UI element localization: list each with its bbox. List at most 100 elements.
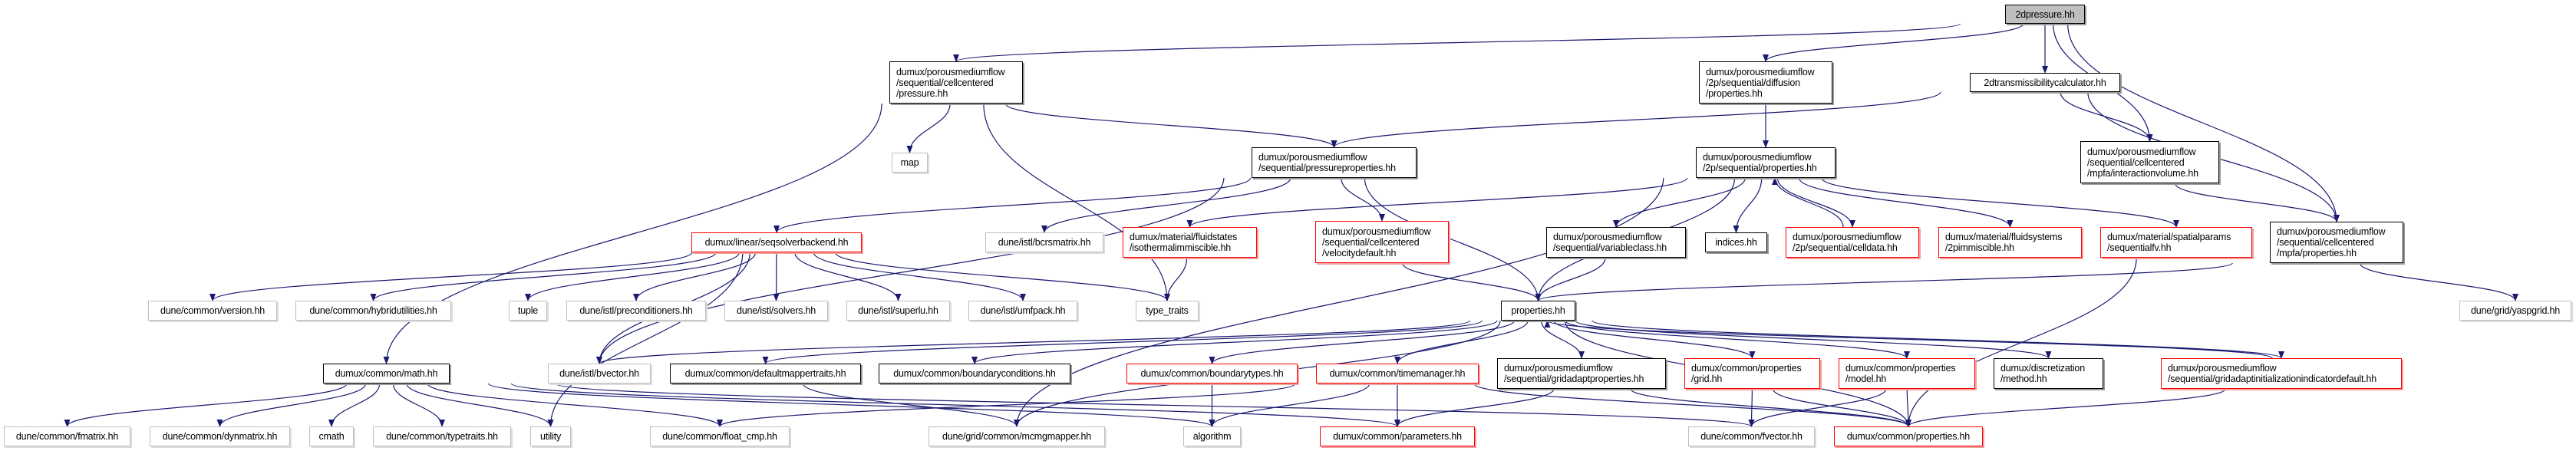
graph-node[interactable]: dumux/porousmediumflow /2p/sequential/ce… — [1786, 227, 1919, 258]
node-label: dumux/material/spatialparams /sequential… — [2107, 232, 2231, 253]
graph-node[interactable]: indices.hh — [1705, 232, 1767, 252]
graph-node[interactable]: dumux/common/boundarytypes.hh — [1126, 364, 1298, 384]
node-label: dune/common/fmatrix.hh — [15, 431, 119, 442]
node-label: dumux/common/defaultmappertraits.hh — [684, 368, 846, 379]
dependency-edge — [1798, 177, 2014, 228]
node-label: dumux/porousmediumflow /sequential/grida… — [2168, 363, 2377, 384]
dependency-edge — [328, 383, 381, 427]
graph-node: utility — [530, 426, 571, 446]
node-label: dumux/common/timemanager.hh — [1329, 368, 1466, 379]
graph-node[interactable]: properties.hh — [1501, 301, 1575, 321]
graph-node[interactable]: dumux/common/properties /grid.hh — [1684, 358, 1820, 389]
node-label: dune/istl/umfpack.hh — [980, 305, 1066, 316]
graph-node: dune/istl/umfpack.hh — [968, 301, 1077, 321]
dependency-edge — [596, 320, 1471, 364]
node-label: 2dtransmissibilitycalculator.hh — [1984, 77, 2106, 88]
dependency-edge — [794, 252, 902, 301]
dependency-edge — [1748, 388, 1887, 427]
node-label: dumux/porousmediumflow /sequential/cellc… — [2277, 226, 2386, 258]
graph-node: dune/common/fvector.hh — [1688, 426, 1815, 446]
dependency-edge — [1364, 177, 1542, 301]
graph-node: dune/istl/solvers.hh — [724, 301, 828, 321]
dependency-edge — [209, 252, 693, 301]
graph-node[interactable]: dumux/common/properties /model.hh — [1839, 358, 1975, 389]
graph-node[interactable]: dumux/porousmediumflow /sequential/cellc… — [2080, 141, 2219, 183]
graph-node[interactable]: dumux/porousmediumflow /sequential/varia… — [1546, 227, 1686, 258]
node-label: dune/common/version.hh — [160, 305, 265, 316]
dependency-edge — [762, 320, 1483, 364]
dependency-edge — [773, 177, 1252, 233]
node-label: 2dpressure.hh — [2015, 8, 2075, 20]
node-label: dune/common/fvector.hh — [1700, 431, 1803, 442]
graph-node[interactable]: dumux/porousmediumflow /sequential/grida… — [2161, 358, 2402, 389]
dependency-edge — [2174, 183, 2340, 222]
dependency-edge — [1748, 388, 1755, 427]
graph-node[interactable]: dumux/material/fluidstates /isothermalim… — [1123, 227, 1257, 258]
dependency-edge — [216, 383, 367, 427]
graph-node: dune/common/hybridutilities.hh — [295, 301, 451, 321]
node-label: dumux/porousmediumflow /sequential/press… — [1258, 152, 1396, 173]
dependency-edge — [633, 252, 757, 301]
dependency-edge — [1591, 320, 2284, 359]
graph-node: dune/common/dynmatrix.hh — [150, 426, 290, 446]
dependency-edge — [1772, 388, 1911, 427]
dependency-edge — [1209, 320, 1516, 364]
dependency-edge — [510, 383, 1400, 427]
dependency-edge — [1004, 103, 1337, 148]
node-label: cmath — [318, 431, 345, 442]
node-label: dune/istl/superlu.hh — [858, 305, 938, 316]
graph-node: dune/grid/yaspgrid.hh — [2459, 301, 2571, 321]
graph-node[interactable]: dumux/common/timemanager.hh — [1316, 364, 1479, 384]
graph-node[interactable]: dumux/porousmediumflow /sequential/cellc… — [2270, 222, 2403, 263]
graph-node[interactable]: dumux/material/spatialparams /sequential… — [2100, 227, 2252, 258]
dependency-edge — [1905, 388, 2226, 427]
dependency-edge — [427, 383, 723, 427]
node-label: dune/common/typetraits.hh — [386, 431, 498, 442]
node-label: dumux/porousmediumflow /2p/sequential/ce… — [1793, 232, 1901, 253]
dependency-edge — [596, 177, 1225, 364]
node-label: utility — [539, 431, 562, 442]
graph-node[interactable]: dumux/common/properties.hh — [1834, 426, 1983, 446]
dependency-edge — [392, 383, 445, 427]
graph-node: dune/istl/bvector.hh — [548, 364, 651, 384]
dependency-edge — [488, 383, 1215, 427]
dependency-edge — [1535, 257, 1606, 301]
graph-node: type_traits — [1136, 301, 1199, 321]
node-label: dune/istl/solvers.hh — [736, 305, 816, 316]
dependency-edge — [1209, 383, 1370, 427]
graph-node: dune/grid/common/mcmgmapper.hh — [928, 426, 1105, 446]
dependency-edge — [1535, 262, 2233, 301]
graph-node[interactable]: dumux/material/fluidsystems /2pimmiscibl… — [1938, 227, 2082, 258]
graph-node[interactable]: dumux/porousmediumflow /sequential/press… — [1252, 147, 1417, 178]
graph-node[interactable]: dumux/common/parameters.hh — [1320, 426, 1475, 446]
graph-node[interactable]: dumux/porousmediumflow /2p/sequential/pr… — [1696, 147, 1836, 178]
graph-node[interactable]: dumux/common/boundaryconditions.hh — [879, 364, 1070, 384]
graph-node[interactable]: 2dtransmissibilitycalculator.hh — [1970, 73, 2120, 92]
graph-node: dune/istl/bcrsmatrix.hh — [985, 232, 1103, 252]
node-label: dune/istl/bvector.hh — [559, 368, 639, 379]
graph-node[interactable]: dumux/common/math.hh — [323, 364, 450, 384]
node-label: dune/common/float_cmp.hh — [662, 431, 777, 442]
dependency-edge — [803, 383, 1020, 427]
node-label: indices.hh — [1715, 237, 1757, 248]
graph-node: dune/istl/superlu.hh — [846, 301, 950, 321]
graph-node[interactable]: dumux/porousmediumflow /sequential/grida… — [1497, 358, 1666, 389]
node-label: dumux/porousmediumflow /sequential/cellc… — [1322, 226, 1431, 258]
node-label: dune/istl/preconditioners.hh — [579, 305, 693, 316]
dependency-edge — [1776, 177, 1855, 228]
graph-node[interactable]: dumux/linear/seqsolverbackend.hh — [691, 232, 862, 252]
dependency-edge — [1164, 257, 1188, 301]
dependency-edge — [813, 252, 1026, 301]
dependency-edge — [1763, 23, 2024, 62]
dependency-edge — [1341, 177, 1385, 222]
graph-node[interactable]: dumux/discretization /method.hh — [1994, 358, 2103, 389]
dependency-edge — [1041, 177, 1291, 233]
dependency-edge — [834, 252, 1170, 301]
graph-node[interactable]: dumux/common/defaultmappertraits.hh — [670, 364, 861, 384]
graph-node: dune/common/version.hh — [148, 301, 277, 321]
graph-node[interactable]: dumux/porousmediumflow /sequential/cellc… — [1315, 221, 1449, 263]
graph-node[interactable]: dumux/porousmediumflow /sequential/cellc… — [889, 61, 1023, 104]
node-label: map — [900, 157, 919, 168]
graph-node[interactable]: dumux/porousmediumflow /2p/sequential/di… — [1699, 61, 1832, 104]
